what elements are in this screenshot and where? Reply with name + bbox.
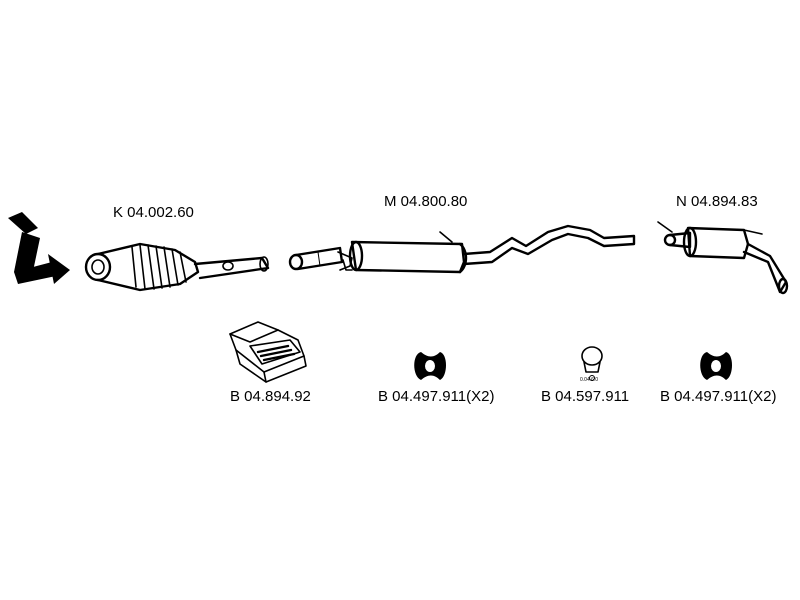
clamp-marking: 0.04 6.0 (580, 377, 598, 383)
part-label-fitting-kit: B 04.894.92 (230, 388, 311, 405)
rubber-hanger-drawing (414, 352, 446, 380)
flow-direction-arrow-icon (8, 212, 70, 284)
pipe-clamp-drawing: 0.04 6.0 (580, 346, 603, 383)
part-label-catalytic-converter: K 04.002.60 (113, 204, 194, 221)
rubber-hanger-drawing-2 (700, 352, 732, 380)
middle-silencer-drawing (288, 224, 636, 274)
part-label-rubber-hanger-2: B 04.497.911(X2) (660, 388, 776, 405)
part-label-rear-silencer: N 04.894.83 (676, 193, 758, 210)
part-label-pipe-clamp: B 04.597.911 (541, 388, 629, 405)
part-label-rubber-hanger: B 04.497.911(X2) (378, 388, 494, 405)
catalytic-converter-drawing (84, 242, 270, 292)
fitting-kit-box-drawing (229, 321, 307, 383)
rear-silencer-drawing (657, 221, 789, 295)
part-label-middle-silencer: M 04.800.80 (384, 193, 467, 210)
